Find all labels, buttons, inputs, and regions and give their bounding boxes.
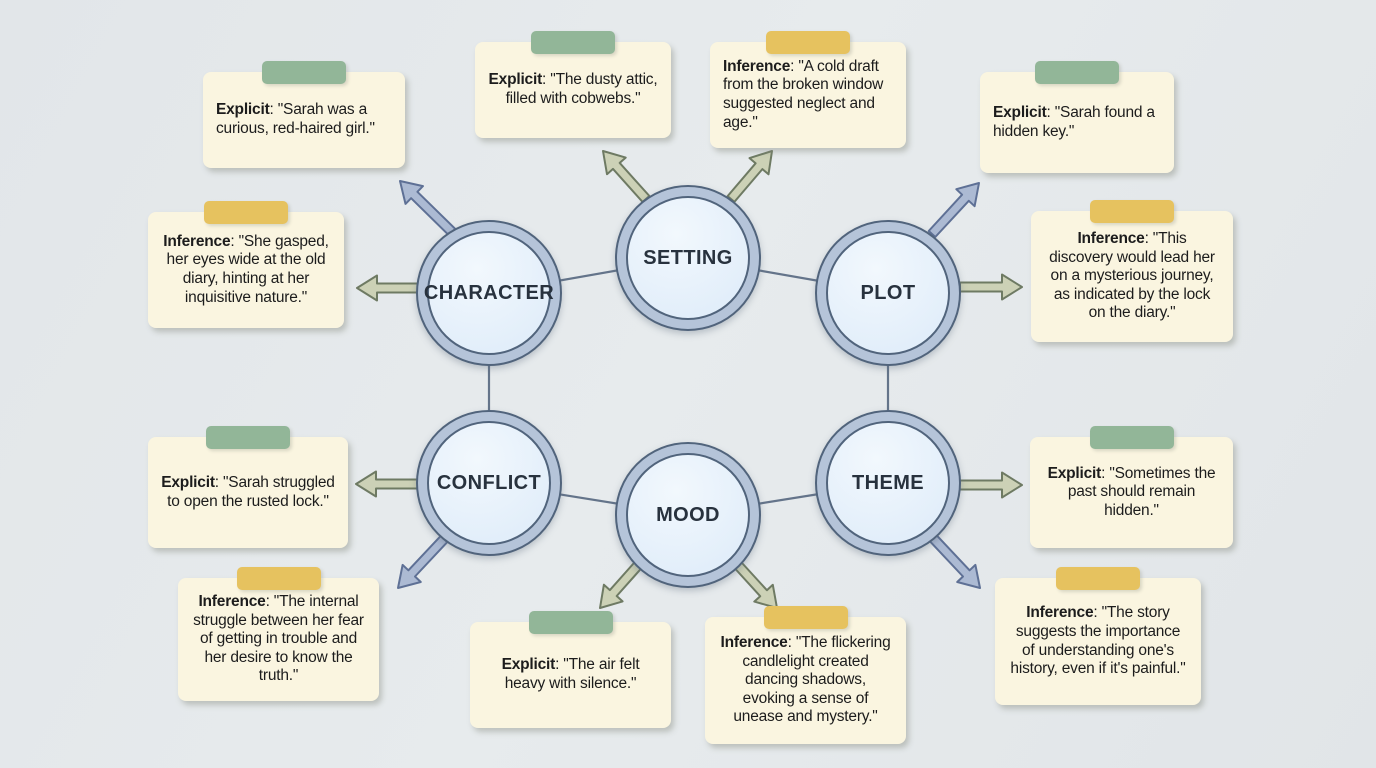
- note-card-mood-explicit: Explicit: "The air felt heavy with silen…: [470, 611, 671, 728]
- node-setting: SETTING: [615, 185, 761, 331]
- node-label: CONFLICT: [436, 471, 542, 494]
- card-text: Inference: "She gasped, her eyes wide at…: [163, 232, 329, 306]
- card-text: Inference: "The story suggests the impor…: [1010, 604, 1186, 678]
- note-card-character-explicit: Explicit: "Sarah was a curious, red-hair…: [203, 61, 405, 168]
- card-quote: "Sarah struggled to open the rusted lock…: [167, 473, 335, 510]
- card-text: Explicit: "The air felt heavy with silen…: [501, 656, 640, 692]
- inference-tab: [763, 606, 848, 629]
- card-text: Explicit: "Sarah found a hidden key.": [993, 103, 1155, 140]
- card-quote: "The internal struggle between her fear …: [193, 593, 364, 685]
- arrow-setting-to-setting-inference: [726, 150, 773, 203]
- card-quote: "This discovery would lead her on a myst…: [1049, 230, 1215, 322]
- card-text: Inference: "A cold draft from the broken…: [723, 57, 884, 131]
- card-label: Explicit: [1047, 464, 1102, 482]
- card-quote: "The dusty attic, filled with cobwebs.": [505, 71, 658, 107]
- card-label: Inference: [198, 593, 266, 611]
- card-label: Inference: [720, 634, 788, 652]
- card-label: Inference: [1026, 604, 1094, 622]
- note-card-theme-inference: Inference: "The story suggests the impor…: [995, 567, 1201, 705]
- arrow-plot-to-plot-inference: [959, 273, 1023, 301]
- node-setting-inner: SETTING: [626, 196, 750, 320]
- node-theme: THEME: [815, 410, 961, 556]
- card-quote: "Sarah found a hidden key.": [993, 103, 1155, 140]
- arrow-conflict-to-conflict-explicit: [355, 470, 420, 498]
- card-text: Explicit: "Sarah struggled to open the r…: [161, 473, 335, 510]
- card-quote: "The story suggests the importance of un…: [1010, 604, 1186, 678]
- arrow-theme-to-theme-explicit: [958, 471, 1023, 499]
- explicit-tab: [1035, 61, 1119, 84]
- inference-tab: [1090, 200, 1174, 223]
- card-label: Explicit: [216, 101, 270, 119]
- card-text: Explicit: "Sarah was a curious, red-hair…: [216, 101, 375, 137]
- inference-tab: [204, 201, 288, 224]
- arrow-conflict-to-conflict-inference: [397, 534, 449, 589]
- explicit-tab: [531, 31, 615, 54]
- note-card-character-inference: Inference: "She gasped, her eyes wide at…: [148, 201, 344, 328]
- card-text: Explicit: "The dusty attic, filled with …: [488, 71, 658, 107]
- card-label: Inference: [163, 232, 231, 250]
- node-character: CHARACTER: [416, 220, 562, 366]
- card-label: Explicit: [161, 473, 215, 491]
- card-quote: "A cold draft from the broken window sug…: [723, 57, 884, 131]
- inference-tab: [236, 567, 321, 590]
- card-quote: "The air felt heavy with silence.": [504, 656, 640, 692]
- node-label: THEME: [852, 471, 924, 494]
- note-card-plot-inference: Inference: "This discovery would lead he…: [1031, 200, 1233, 342]
- node-theme-inner: THEME: [826, 421, 950, 545]
- node-conflict: CONFLICT: [416, 410, 562, 556]
- node-character-inner: CHARACTER: [423, 231, 555, 355]
- note-card-mood-inference: Inference: "The flickering candlelight c…: [705, 606, 906, 744]
- node-mood: MOOD: [615, 442, 761, 588]
- explicit-tab: [1089, 426, 1174, 449]
- arrow-setting-to-setting-explicit: [602, 150, 651, 203]
- node-plot: PLOT: [815, 220, 961, 366]
- note-card-setting-inference: Inference: "A cold draft from the broken…: [710, 31, 906, 148]
- explicit-tab: [262, 61, 346, 84]
- node-label: MOOD: [656, 503, 720, 526]
- node-label: CHARACTER: [423, 281, 555, 304]
- arrow-character-to-character-explicit: [399, 180, 457, 237]
- arrow-mood-to-mood-inference: [731, 559, 778, 609]
- card-text: Inference: "The internal struggle betwee…: [193, 593, 364, 685]
- arrow-theme-to-theme-inference: [928, 533, 981, 589]
- card-quote: "She gasped, her eyes wide at the old di…: [166, 232, 329, 306]
- inference-tab: [1056, 567, 1140, 590]
- note-card-conflict-explicit: Explicit: "Sarah struggled to open the r…: [148, 426, 348, 548]
- node-conflict-inner: CONFLICT: [427, 421, 551, 545]
- node-label: PLOT: [860, 281, 916, 304]
- arrow-character-to-character-inference: [356, 274, 420, 302]
- node-mood-inner: MOOD: [626, 453, 750, 577]
- arrow-mood-to-mood-explicit: [599, 559, 645, 609]
- note-card-setting-explicit: Explicit: "The dusty attic, filled with …: [475, 31, 671, 138]
- card-quote: "Sometimes the past should remain hidden…: [1067, 464, 1216, 519]
- card-text: Inference: "This discovery would lead he…: [1049, 230, 1215, 322]
- card-label: Inference: [723, 57, 791, 75]
- arrow-plot-to-plot-explicit: [927, 182, 980, 238]
- inference-tab: [766, 31, 850, 54]
- card-label: Inference: [1077, 230, 1145, 248]
- card-text: Explicit: "Sometimes the past should rem…: [1047, 464, 1216, 519]
- note-card-theme-explicit: Explicit: "Sometimes the past should rem…: [1030, 426, 1233, 548]
- card-text: Inference: "The flickering candlelight c…: [720, 634, 891, 726]
- card-label: Explicit: [488, 71, 543, 89]
- card-label: Explicit: [501, 656, 556, 674]
- card-quote: "Sarah was a curious, red-haired girl.": [216, 101, 375, 137]
- node-label: SETTING: [643, 246, 733, 269]
- explicit-tab: [528, 611, 613, 634]
- card-quote: "The flickering candlelight created danc…: [733, 634, 891, 726]
- card-label: Explicit: [993, 103, 1047, 121]
- node-plot-inner: PLOT: [826, 231, 950, 355]
- note-card-plot-explicit: Explicit: "Sarah found a hidden key.": [980, 61, 1174, 173]
- explicit-tab: [206, 426, 290, 449]
- note-card-conflict-inference: Inference: "The internal struggle betwee…: [178, 567, 379, 701]
